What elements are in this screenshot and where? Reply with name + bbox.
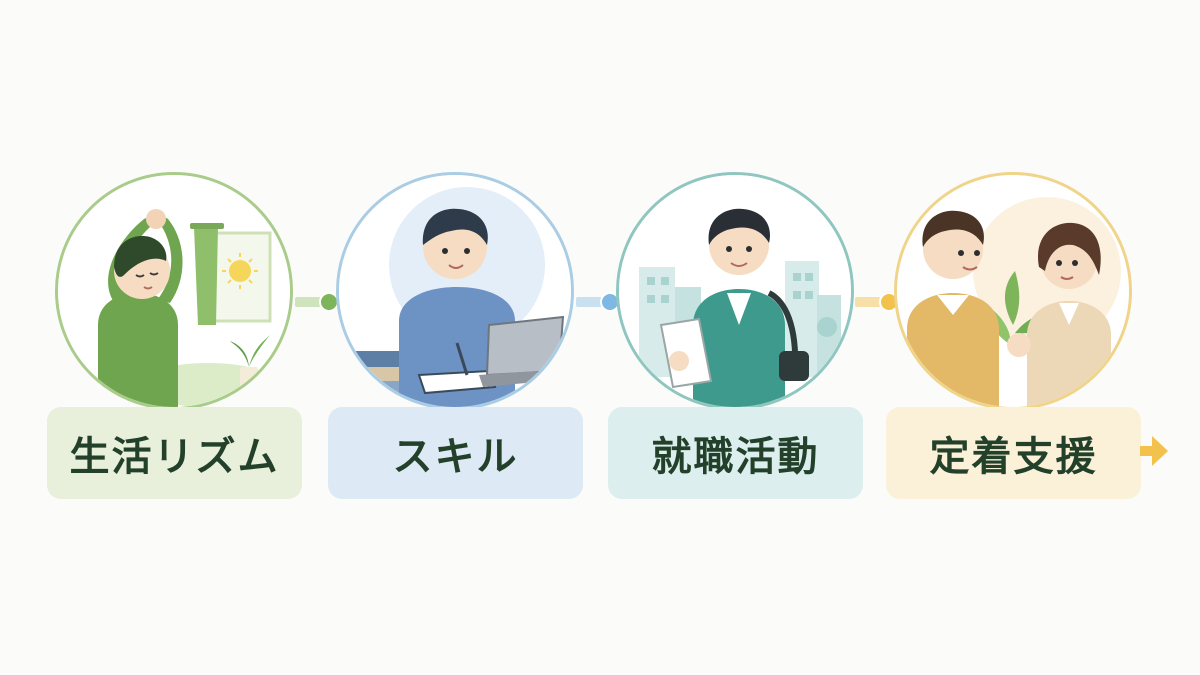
connector-bar xyxy=(576,297,602,307)
connector-bar xyxy=(295,297,321,307)
support-conversation-icon xyxy=(894,172,1132,410)
step-label: 就職活動 xyxy=(608,407,863,499)
arrow-right-icon xyxy=(1140,436,1168,466)
step-label: 生活リズム xyxy=(47,407,302,499)
morning-stretch-icon xyxy=(55,172,293,410)
connector-bar xyxy=(855,297,881,307)
connector-1-2 xyxy=(295,292,345,312)
step-label: 定着支援 xyxy=(886,407,1141,499)
step-label: スキル xyxy=(328,407,583,499)
job-hunting-icon xyxy=(616,172,854,410)
step-life-rhythm: 生活リズム xyxy=(47,0,302,675)
step-retention-support: 定着支援 xyxy=(886,0,1141,675)
step-skill: スキル xyxy=(328,0,583,675)
step-job-hunting: 就職活動 xyxy=(608,0,863,675)
study-laptop-icon xyxy=(336,172,574,410)
